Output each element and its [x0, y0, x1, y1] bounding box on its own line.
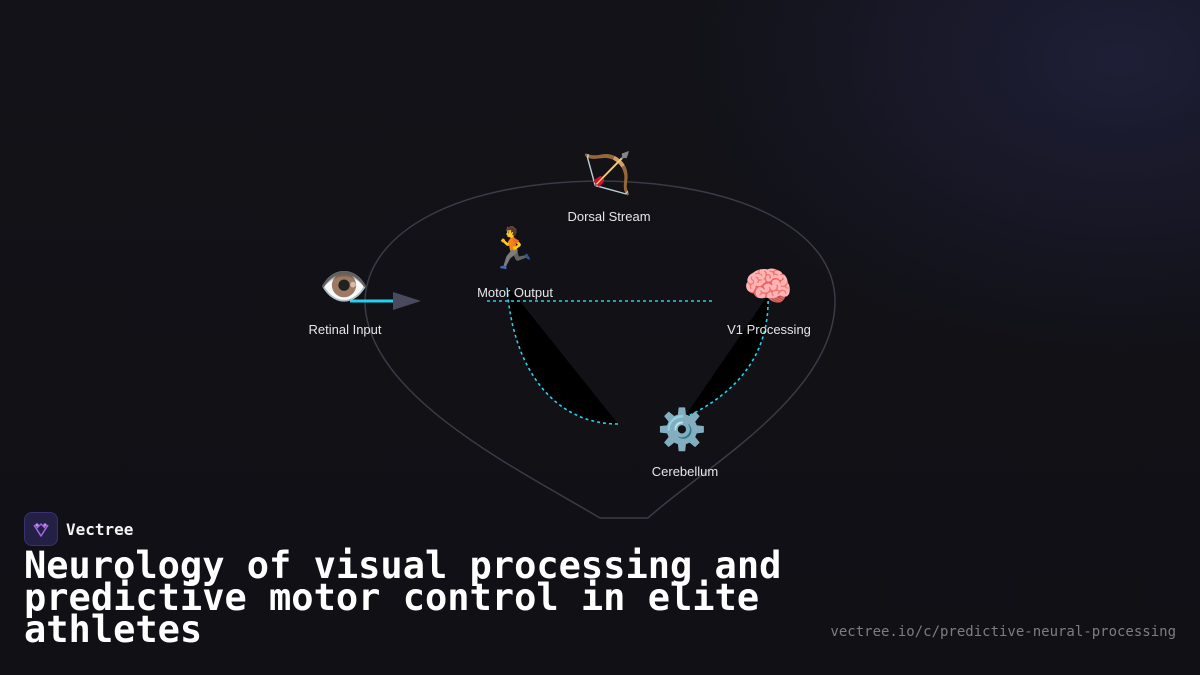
node-label: Cerebellum — [652, 464, 718, 479]
eye-icon: 👁️ — [319, 264, 369, 310]
node-v1-processing[interactable]: 🧠 V1 Processing — [727, 264, 811, 337]
v1-cerebellum-wedge — [684, 295, 769, 418]
cerebellum-motor-wedge — [507, 285, 618, 424]
diagram-outline — [364, 180, 836, 519]
page-url[interactable]: vectree.io/c/predictive-neural-processin… — [830, 624, 1176, 640]
bow-and-arrow-icon: 🏹 — [582, 150, 632, 197]
vectree-logo-icon — [24, 512, 58, 546]
edge-arrowhead — [393, 292, 421, 310]
runner-icon: 🏃 — [488, 225, 538, 272]
node-dorsal-stream[interactable]: 🏹 Dorsal Stream — [567, 150, 650, 224]
node-cerebellum[interactable]: ⚙️ Cerebellum — [652, 406, 718, 479]
node-label: Retinal Input — [309, 322, 382, 337]
brand-name: Vectree — [66, 519, 134, 539]
brain-icon: 🧠 — [743, 264, 793, 310]
node-retinal-input[interactable]: 👁️ Retinal Input — [309, 264, 382, 337]
node-label: Dorsal Stream — [567, 209, 650, 224]
brand[interactable]: Vectree — [24, 512, 133, 546]
node-label: Motor Output — [477, 285, 553, 300]
node-label: V1 Processing — [727, 322, 811, 337]
edge-v1-to-cerebellum — [683, 294, 769, 419]
gear-icon: ⚙️ — [657, 406, 707, 453]
page-title: Neurology of visual processing and predi… — [24, 544, 782, 651]
node-motor-output[interactable]: 🏃 Motor Output — [477, 225, 553, 300]
